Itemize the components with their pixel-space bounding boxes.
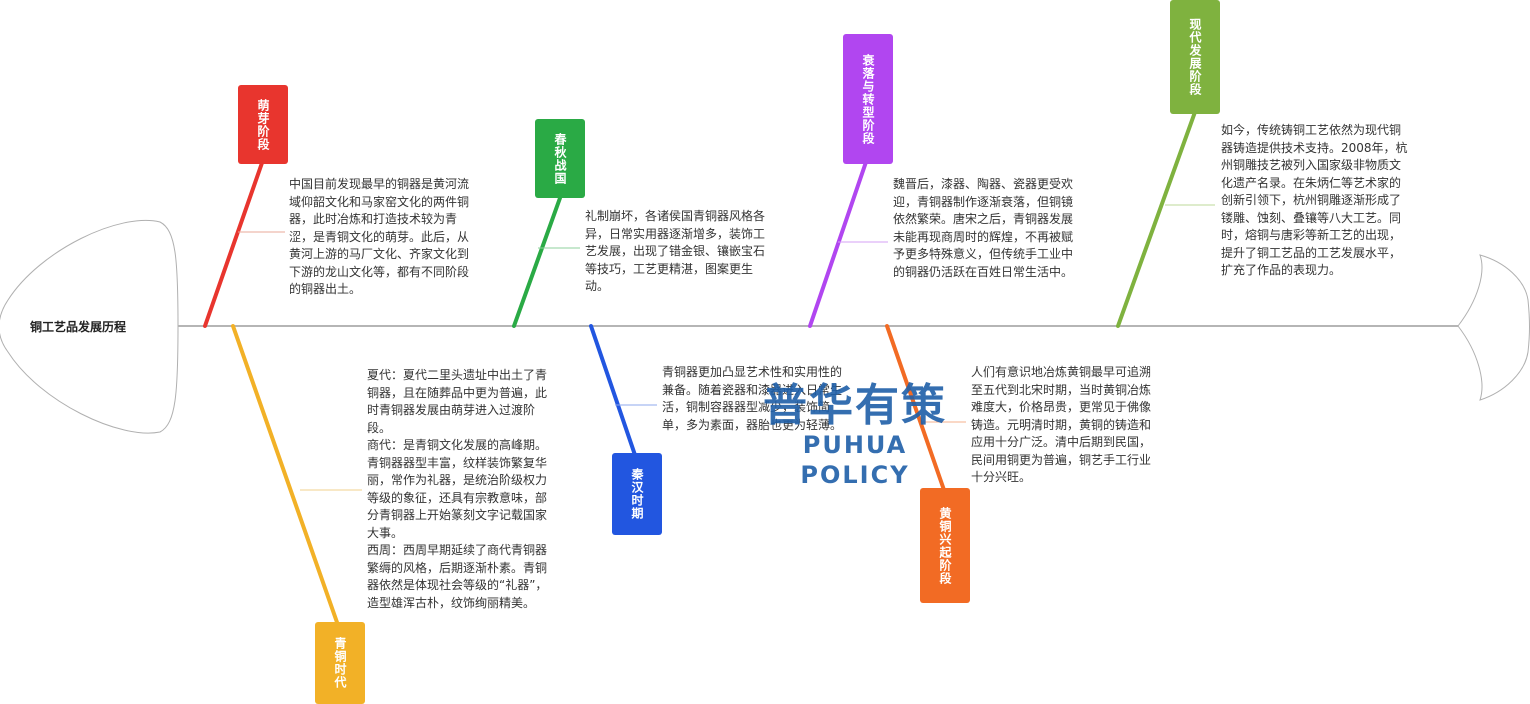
branch-line-mengya xyxy=(203,158,265,328)
stage-tag-qinhan: 秦汉时期 xyxy=(612,453,662,535)
diagram-title: 铜工艺品发展历程 xyxy=(30,320,127,334)
branch-line-xiandai xyxy=(1116,110,1197,328)
stage-text-xiandai: 如今，传统铸铜工艺依然为现代铜器铸造提供技术支持。2008年，杭州铜雕技艺被列入… xyxy=(1221,123,1408,277)
stage-tag-shuailuo: 衰落与转型阶段 xyxy=(843,34,893,164)
stage-text-qingtong: 夏代：夏代二里头遗址中出土了青铜器，且在随葬品中更为普遍，此时青铜器发展由萌芽进… xyxy=(367,368,548,610)
stage-text-mengya: 中国目前发现最早的铜器是黄河流域仰韶文化和马家窑文化的两件铜器，此时冶炼和打造技… xyxy=(289,177,470,296)
branch-line-chunqiu xyxy=(512,196,562,328)
branch-line-qingtong xyxy=(231,324,341,630)
stage-text-shuailuo: 魏晋后，漆器、陶器、瓷器更受欢迎，青铜器制作逐渐衰落，但铜镜依然繁荣。唐宋之后，… xyxy=(893,177,1074,279)
stage-tag-huangtong: 黄铜兴起阶段 xyxy=(920,488,970,603)
branch-line-qinhan xyxy=(589,324,638,460)
stage-tag-mengya: 萌芽阶段 xyxy=(238,85,288,164)
stage-tag-xiandai: 现代发展阶段 xyxy=(1170,0,1220,114)
watermark-cn: 普华有策 xyxy=(763,380,947,431)
stage-text-huangtong: 人们有意识地冶炼黄铜最早可追溯至五代到北宋时期，当时黄铜冶炼难度大，价格昂贵，更… xyxy=(971,365,1152,484)
stage-text-chunqiu: 礼制崩坏，各诸侯国青铜器风格各异，日常实用器逐渐增多，装饰工艺发展，出现了错金银… xyxy=(585,209,766,293)
stage-tag-chunqiu: 春秋战国 xyxy=(535,119,585,198)
branch-line-huangtong xyxy=(885,324,946,492)
branch-line-shuailuo xyxy=(808,160,868,328)
stage-text-qinhan: 青铜器更加凸显艺术性和实用性的兼备。随着瓷器和漆器进入日常生活，铜制容器器型减少… xyxy=(662,365,843,432)
stage-tag-qingtong: 青铜时代 xyxy=(315,622,365,704)
fish-tail xyxy=(1457,254,1530,401)
watermark-en: PUHUA POLICY xyxy=(800,431,910,489)
watermark-logo: 普华有策 PUHUA POLICY xyxy=(760,382,950,490)
fish-head xyxy=(0,220,179,434)
